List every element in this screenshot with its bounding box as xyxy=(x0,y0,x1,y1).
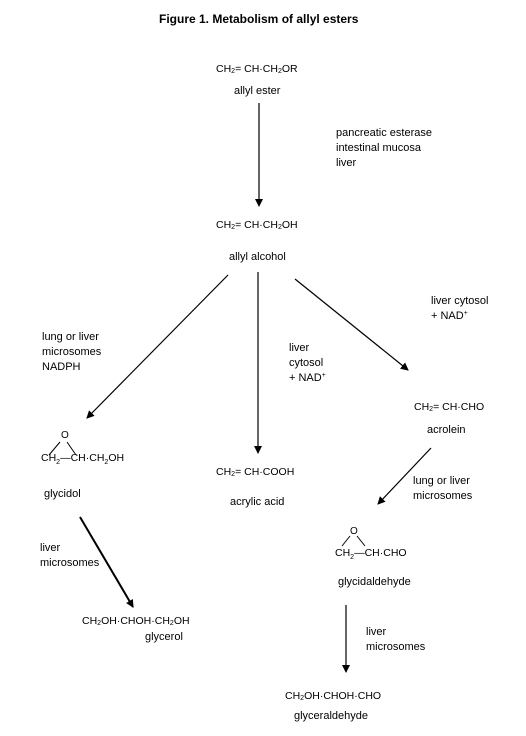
note-to-acrolein: liver cytosol + NAD+ xyxy=(431,295,489,322)
note-to-glycidaldehyde: lung or liver microsomes xyxy=(413,475,473,502)
arrow-acrolein-to-glycidaldehyde xyxy=(377,447,432,505)
note-to-glycerol: liver microsomes xyxy=(40,542,100,569)
structure-glycidaldehyde: O CH2—CH·CHO xyxy=(335,526,435,561)
epoxide-ring-glycidaldehyde xyxy=(341,535,366,547)
formula-glycidol: CH2—CH·CH2OH xyxy=(41,452,125,467)
label-allyl-alcohol: allyl alcohol xyxy=(229,251,286,263)
label-allyl-ester: allyl ester xyxy=(234,85,281,97)
note-ester-hydrolysis: pancreatic esterase intestinal mucosa li… xyxy=(336,127,432,169)
formula-acrolein: CH2= CH·CHO xyxy=(414,401,485,413)
arrow-alcohol-to-acrolein xyxy=(294,278,409,371)
formula-glycidaldehyde: CH2—CH·CHO xyxy=(335,547,407,562)
formula-allyl-alcohol: CH2= CH·CH2OH xyxy=(216,219,298,231)
label-glycidaldehyde: glycidaldehyde xyxy=(338,576,411,588)
label-glyceraldehyde: glyceraldehyde xyxy=(294,710,368,722)
arrow-alcohol-to-glycidol xyxy=(86,274,229,419)
note-to-glycidol: lung or liver microsomes NADPH xyxy=(42,331,102,373)
figure-title: Figure 1. Metabolism of allyl esters xyxy=(159,12,359,26)
formula-glycerol: CH2OH·CHOH·CH2OH xyxy=(82,615,190,627)
epoxide-oxygen: O xyxy=(61,430,69,441)
label-acrylic-acid: acrylic acid xyxy=(230,496,285,508)
label-acrolein: acrolein xyxy=(427,424,466,436)
formula-acrylic-acid: CH2= CH·COOH xyxy=(216,466,295,478)
epoxide-ring-glycidol xyxy=(48,441,77,456)
label-glycerol: glycerol xyxy=(145,631,183,643)
formula-glyceraldehyde: CH2OH·CHOH·CHO xyxy=(285,690,382,702)
note-to-acrylic-acid: liver cytosol + NAD+ xyxy=(289,342,326,384)
formula-allyl-ester: CH2= CH·CH2OR xyxy=(216,63,298,75)
note-to-glyceraldehyde: liver microsomes xyxy=(366,626,426,653)
epoxide-oxygen: O xyxy=(350,526,358,537)
label-glycidol: glycidol xyxy=(44,488,81,500)
structure-glycidol: O CH2—CH·CH2OH xyxy=(41,430,141,466)
arrow-glycidol-to-glycerol xyxy=(79,516,134,608)
